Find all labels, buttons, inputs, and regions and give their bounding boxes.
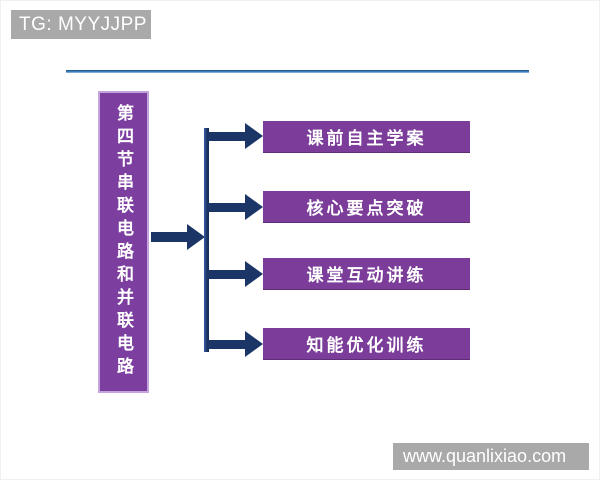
branch-connector-line bbox=[204, 128, 209, 352]
branch-arrow-icon-1 bbox=[207, 123, 263, 149]
flowchart-root-box: 第四节串联电路和并联电路 bbox=[98, 91, 149, 393]
branch-box-optimization-training: 知能优化训练 bbox=[263, 328, 470, 360]
branch-arrow-icon-3 bbox=[207, 261, 263, 287]
flowchart-root-label: 第四节串联电路和并联电路 bbox=[114, 104, 133, 380]
main-right-arrow-icon bbox=[151, 224, 205, 250]
watermark-label: TG: MYYJJPP bbox=[11, 10, 151, 39]
branch-box-precourse-plan: 课前自主学案 bbox=[263, 121, 470, 153]
title-divider-line bbox=[66, 70, 529, 73]
branch-arrow-icon-4 bbox=[207, 331, 263, 357]
branch-arrow-icon-2 bbox=[207, 194, 263, 220]
website-watermark-label: www.quanlixiao.com bbox=[393, 443, 589, 470]
branch-box-classroom-practice: 课堂互动讲练 bbox=[263, 258, 470, 290]
branch-box-core-points: 核心要点突破 bbox=[263, 191, 470, 223]
